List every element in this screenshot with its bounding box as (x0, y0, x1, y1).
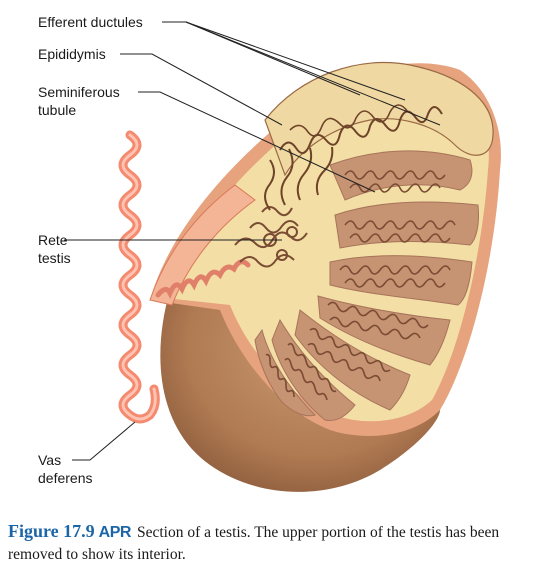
figure-number: Figure 17.9 (8, 521, 95, 541)
label-rete-line2: testis (38, 250, 71, 266)
leader-lines (64, 21, 441, 461)
seminiferous-tubules (265, 170, 456, 401)
vas-deferens-highlight (121, 133, 157, 421)
apr-badge[interactable]: APR (98, 524, 132, 541)
epididymis-tubule-2 (289, 104, 409, 137)
label-vas-line2: deferens (38, 470, 93, 486)
label-efferent-ductules: Efferent ductules (38, 14, 143, 30)
rete-testis (234, 206, 308, 268)
epididymis-body (149, 184, 256, 306)
label-vas-line1: Vas (38, 452, 62, 468)
label-seminiferous-line2: tubule (38, 102, 77, 118)
caption-text: Section of a testis. The upper portion o… (8, 524, 500, 563)
efferent-ductules (264, 146, 334, 211)
epididymis-tubule (279, 106, 443, 155)
epididymis-body-coil (155, 259, 251, 299)
label-rete-line1: Rete (38, 232, 68, 248)
label-epididymis: Epididymis (38, 46, 106, 62)
label-seminiferous-line1: Seminiferous (38, 84, 120, 100)
